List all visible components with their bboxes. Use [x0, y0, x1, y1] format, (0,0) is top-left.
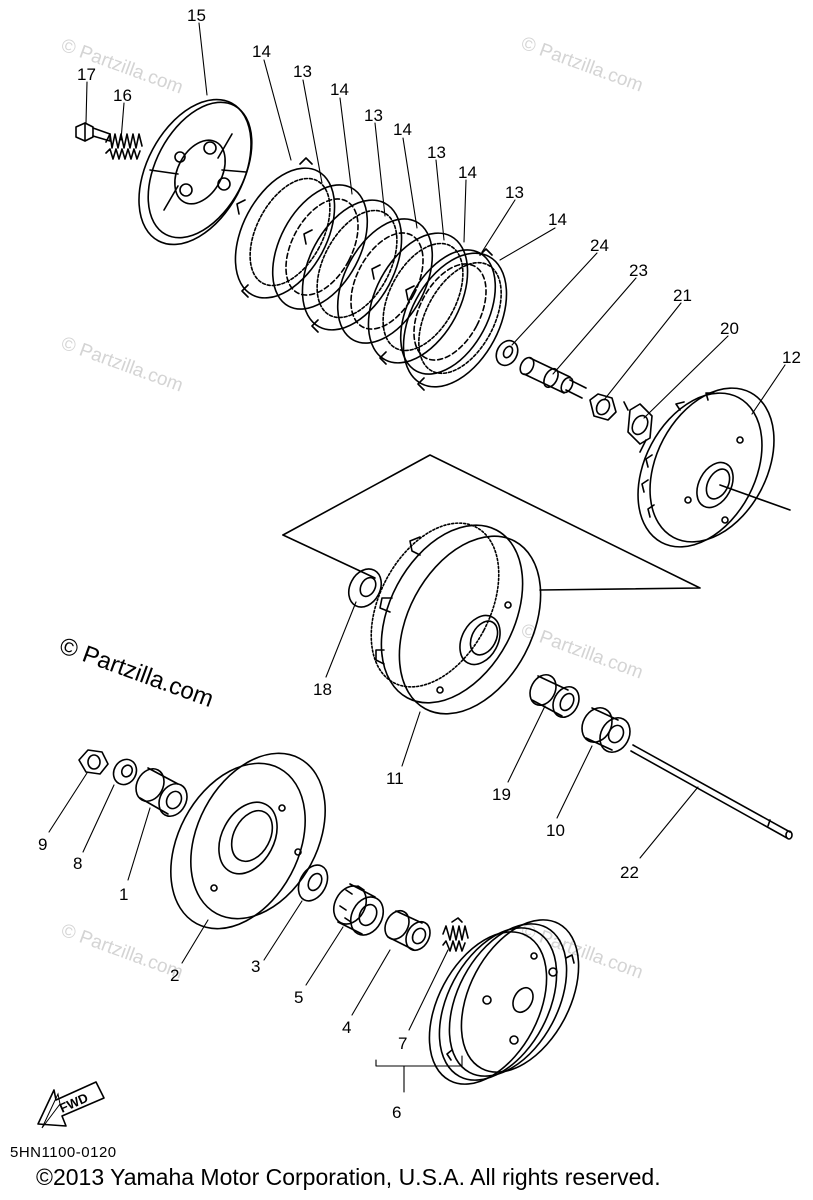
- callout-16: 16: [113, 86, 132, 105]
- callout-4: 4: [342, 1018, 351, 1037]
- part-2-primary-housing: [144, 730, 353, 952]
- part-12-clutch-boss: [613, 367, 799, 568]
- callout-13-a: 13: [293, 62, 312, 81]
- part-6-clutch-carrier: [405, 900, 602, 1104]
- part-23-push-rod: [517, 355, 586, 398]
- watermarks: © Partzilla.com © Partzilla.com © Partzi…: [56, 33, 646, 984]
- clutch-plate-stack: [215, 151, 528, 404]
- part-3-washer: [293, 860, 334, 906]
- callout-22: 22: [620, 863, 639, 882]
- part-19-bushing: [525, 670, 584, 722]
- callout-14-d: 14: [458, 163, 477, 182]
- callout-14-b: 14: [330, 80, 349, 99]
- callout-15: 15: [187, 6, 206, 25]
- callout-23: 23: [629, 261, 648, 280]
- callout-18: 18: [313, 680, 332, 699]
- part-14-friction-plate-2: [282, 183, 422, 346]
- part-17-bolt: [76, 123, 110, 141]
- callout-19: 19: [492, 785, 511, 804]
- fwd-label: FWD: [57, 1090, 90, 1116]
- callout-7: 7: [398, 1034, 407, 1053]
- alignment-line: [720, 485, 790, 510]
- part-8-washer: [109, 755, 141, 788]
- callout-17: 17: [77, 65, 96, 84]
- callout-13-b: 13: [364, 106, 383, 125]
- part-16-spring: [106, 134, 142, 159]
- callout-8: 8: [73, 854, 82, 873]
- part-10-collar: [576, 703, 636, 758]
- callout-1: 1: [119, 885, 128, 904]
- callout-5: 5: [294, 988, 303, 1007]
- watermark-main: © Partzilla.com: [56, 632, 217, 713]
- part-5-one-way-clutch: [327, 880, 389, 940]
- copyright-notice: ©2013 Yamaha Motor Corporation, U.S.A. A…: [36, 1164, 661, 1190]
- callout-21: 21: [673, 286, 692, 305]
- part-callouts: 15 17 16 14 13 14 13 14 13 14 13 14 24 2…: [38, 6, 801, 1122]
- callout-14-a: 14: [252, 42, 271, 61]
- callout-20: 20: [720, 319, 739, 338]
- part-11-clutch-housing: [345, 501, 569, 738]
- watermark-6: © Partzilla.com: [518, 920, 645, 984]
- callout-3: 3: [251, 957, 260, 976]
- part-9-nut: [79, 750, 108, 774]
- part-18-thrust-washer: [342, 563, 387, 612]
- watermark-2: © Partzilla.com: [518, 33, 645, 97]
- callout-9: 9: [38, 835, 47, 854]
- callout-14-e: 14: [548, 210, 567, 229]
- part-14-friction-plate-4: [382, 236, 527, 404]
- callout-14-c: 14: [393, 120, 412, 139]
- part-14-friction-plate-3: [348, 216, 488, 379]
- part-20-lock-washer: [624, 402, 652, 452]
- watermark-4: © Partzilla.com: [518, 620, 645, 684]
- watermark-5: © Partzilla.com: [58, 920, 185, 984]
- callout-24: 24: [590, 236, 609, 255]
- drawing-code: 5HN1100-0120: [10, 1144, 117, 1161]
- assembly-bracket: [283, 455, 700, 590]
- callout-12: 12: [782, 348, 801, 367]
- callout-13-c: 13: [427, 143, 446, 162]
- leader-lines: [49, 23, 785, 1092]
- part-22-push-rod: [631, 745, 792, 839]
- callout-13-d: 13: [505, 183, 524, 202]
- part-15-pressure-plate: [116, 81, 274, 264]
- part-4-needle-bearing: [380, 907, 435, 955]
- callout-10: 10: [546, 821, 565, 840]
- part-24-washer: [492, 337, 522, 369]
- fwd-arrow-icon: FWD: [38, 1082, 104, 1128]
- part-7-spring: [443, 918, 468, 951]
- callout-11: 11: [386, 769, 404, 788]
- part-1-collar: [131, 764, 193, 821]
- part-21-nut: [590, 394, 616, 420]
- part-14-friction-plate-1: [215, 151, 355, 314]
- callout-2: 2: [170, 966, 179, 985]
- watermark-3: © Partzilla.com: [58, 333, 185, 397]
- callout-6: 6: [392, 1103, 401, 1122]
